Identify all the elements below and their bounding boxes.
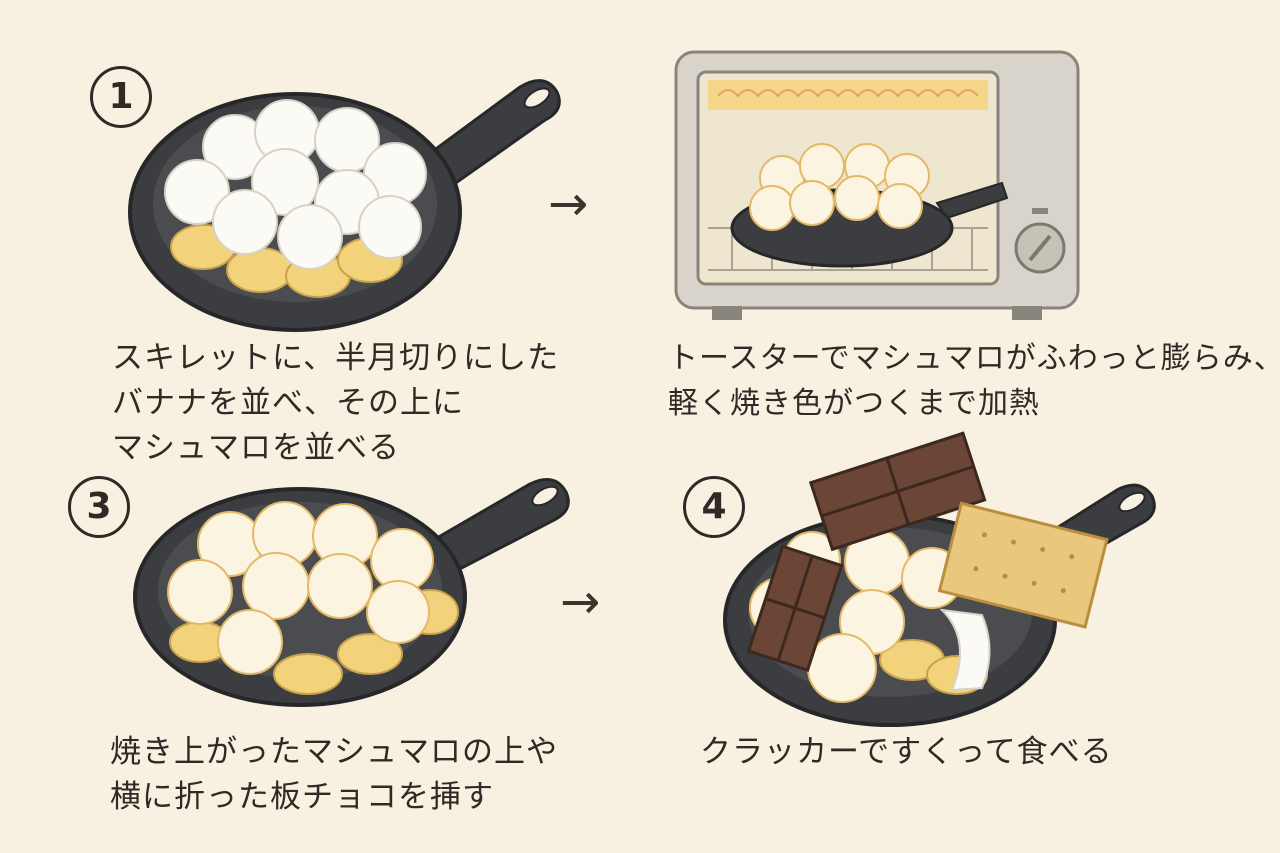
step-4-caption-line: クラッカーですくって食べる <box>700 734 1113 770</box>
step-2-caption: トースターでマシュマロがふわっと膨らみ、 軽く焼き色がつくまで加熱 <box>668 336 1280 426</box>
step-4-skillet-illustration <box>723 431 1156 727</box>
step-1-skillet-illustration <box>128 79 561 332</box>
step-3-number: 3 <box>68 476 130 538</box>
step-2-toaster-oven-illustration <box>674 50 1080 320</box>
step-3-skillet-illustration <box>133 478 570 707</box>
step-2-caption-line: トースターでマシュマロがふわっと膨らみ、 <box>668 341 1280 376</box>
step-3-caption: 焼き上がったマシュマロの上や 横に折った板チョコを挿す <box>110 730 558 820</box>
arrow-step1-to-step2: → <box>548 176 589 232</box>
step-1-caption: スキレットに、半月切りにした バナナを並べ、その上に マシュマロを並べる <box>112 336 559 471</box>
step-3-caption-line: 焼き上がったマシュマロの上や <box>110 734 558 770</box>
step-2-caption-line: 軽く焼き色がつくまで加熱 <box>668 386 1040 421</box>
step-1-number: 1 <box>90 66 152 128</box>
step-1-caption-line: マシュマロを並べる <box>112 430 400 466</box>
step-4-number: 4 <box>683 476 745 538</box>
step-1-caption-line: バナナを並べ、その上に <box>112 385 464 421</box>
step-4-caption: クラッカーですくって食べる <box>700 730 1113 775</box>
step-3-caption-line: 横に折った板チョコを挿す <box>110 779 494 815</box>
step-1-caption-line: スキレットに、半月切りにした <box>112 340 560 376</box>
arrow-step3-to-step4: → <box>560 574 601 630</box>
